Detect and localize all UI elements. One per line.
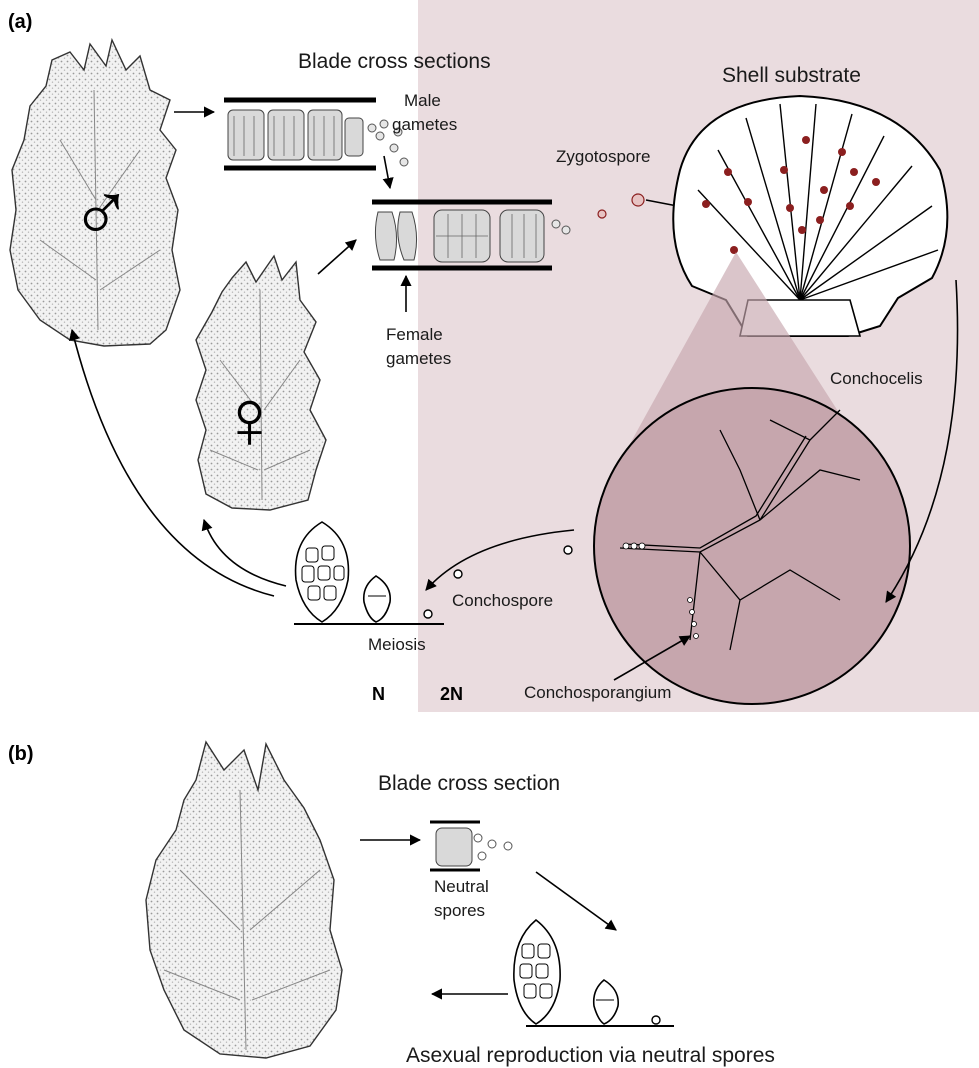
zygotospore-label: Zygotospore bbox=[556, 147, 651, 166]
male-symbol-icon: ♂ bbox=[70, 162, 133, 256]
arrow-female-to-section bbox=[318, 240, 356, 274]
male-blade-cross-section bbox=[224, 100, 408, 168]
neutral-spore-cross-section bbox=[430, 822, 512, 870]
asexual-reproduction-caption: Asexual reproduction via neutral spores bbox=[406, 1044, 775, 1067]
asexual-blade bbox=[146, 742, 342, 1058]
shell-substrate-label: Shell substrate bbox=[722, 64, 861, 87]
blade-cross-sections-label: Blade cross sections bbox=[298, 50, 491, 73]
conchospore-label: Conchospore bbox=[452, 591, 553, 610]
haploid-label: N bbox=[372, 684, 385, 704]
arrow-gametes-down bbox=[384, 156, 390, 188]
meiosis-label: Meiosis bbox=[368, 635, 426, 654]
germinating-neutral-spores bbox=[514, 920, 674, 1026]
panel-a-label: (a) bbox=[8, 11, 32, 33]
conchocelis-microscope-circle bbox=[594, 388, 910, 704]
female-symbol-icon: ♀ bbox=[218, 372, 281, 466]
conchocelis-label: Conchocelis bbox=[830, 369, 923, 388]
arrow-to-female-blade bbox=[204, 520, 286, 586]
neutral-spores-label: Neutral spores bbox=[434, 877, 494, 920]
female-blade-cross-section bbox=[372, 202, 570, 268]
arrow-spores-to-germlings bbox=[536, 872, 616, 930]
diploid-label: 2N bbox=[440, 684, 463, 704]
conchosporangium-label: Conchosporangium bbox=[524, 683, 671, 702]
panel-b-label: (b) bbox=[8, 743, 34, 765]
blade-cross-section-label: Blade cross section bbox=[378, 772, 560, 795]
